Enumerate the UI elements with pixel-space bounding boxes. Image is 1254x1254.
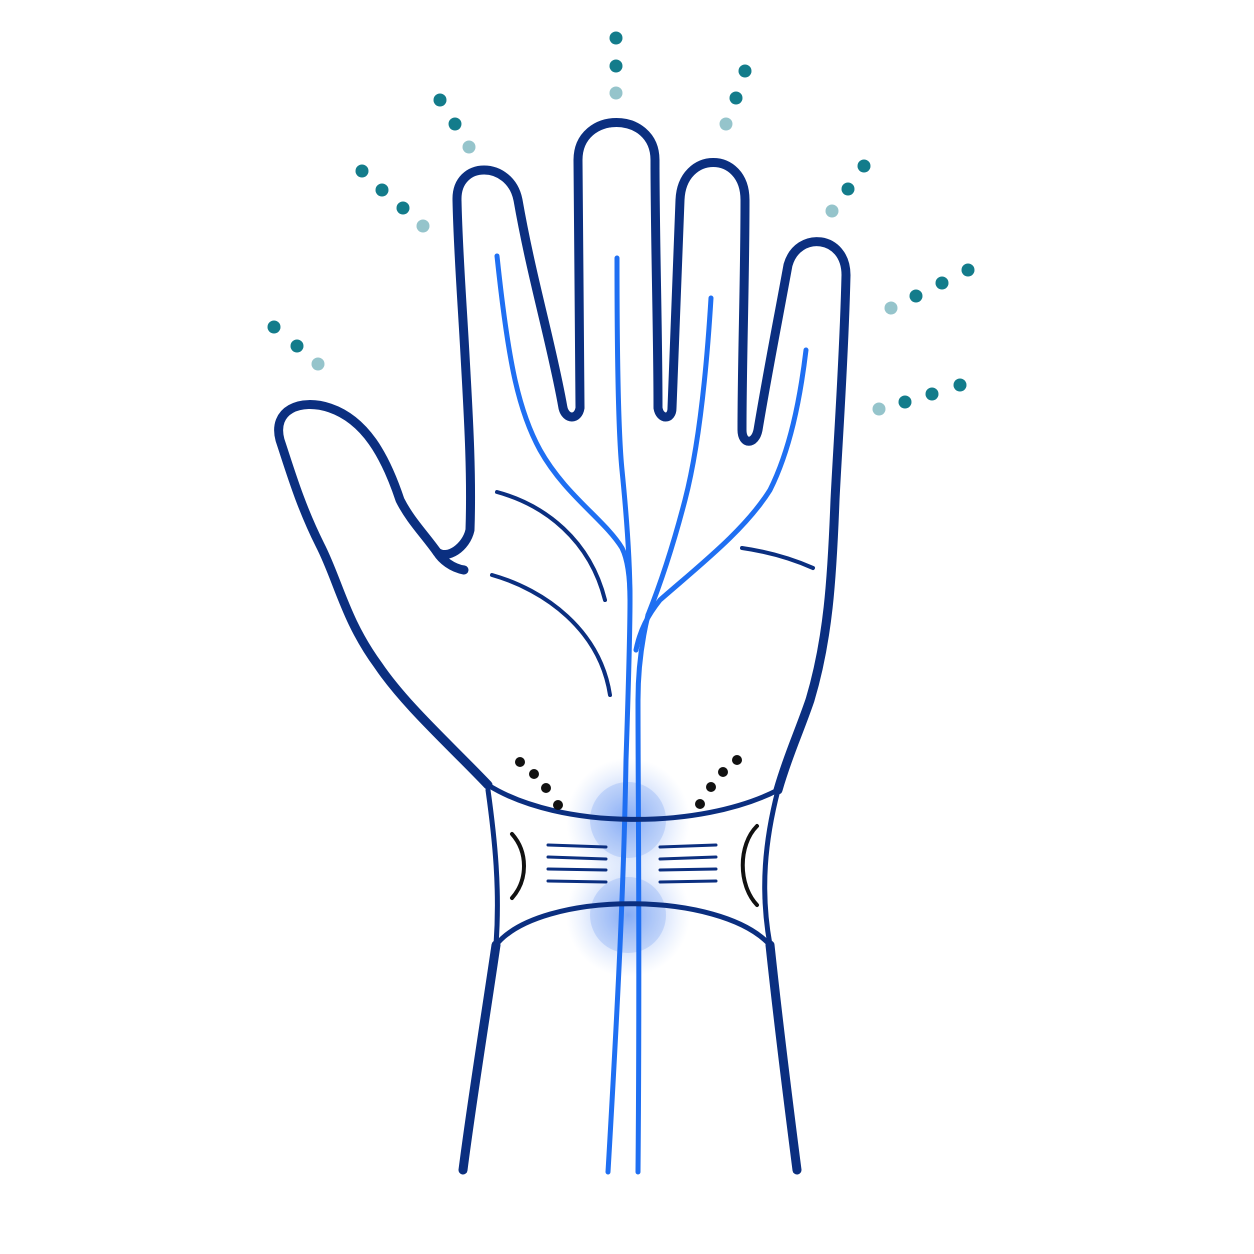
right-wrist-dots — [695, 755, 742, 809]
tingle-dot — [355, 164, 369, 178]
tingle-dot — [416, 219, 430, 233]
right-bracket — [740, 824, 759, 907]
tingle-ray — [267, 320, 325, 371]
tingle-ray — [872, 378, 967, 416]
tingle-ray — [609, 31, 623, 100]
tingle-dot — [909, 289, 923, 303]
tingle-dot — [375, 183, 389, 197]
tingle-dot — [857, 159, 871, 173]
left-wrist-dots — [515, 757, 563, 810]
tingle-dot — [872, 402, 886, 416]
tingle-dot — [719, 117, 733, 131]
tingle-dot — [729, 91, 743, 105]
nerve-glow — [566, 758, 690, 977]
tingle-dot — [961, 263, 975, 277]
tingle-rays — [267, 31, 975, 416]
tingle-dot — [311, 357, 325, 371]
tingle-dot — [448, 117, 462, 131]
median-nerve — [494, 253, 809, 1175]
palm-crease-lower — [490, 573, 612, 697]
tingle-ray — [825, 159, 871, 218]
left-bracket — [510, 832, 526, 900]
tingle-dot — [433, 93, 447, 107]
thumb-fold — [432, 547, 469, 575]
palm-crease-right — [740, 546, 815, 570]
palm-crease-upper — [495, 490, 607, 602]
hand-outline — [274, 118, 851, 795]
tingle-dot — [884, 301, 898, 315]
tingle-dot — [898, 395, 912, 409]
tingle-dot — [935, 276, 949, 290]
tingle-ray — [355, 164, 430, 233]
tingle-dot — [841, 182, 855, 196]
forearm-left-edge — [458, 940, 501, 1175]
tingle-ray — [433, 93, 476, 154]
forearm-right-edge — [765, 940, 802, 1175]
tingle-dot — [825, 204, 839, 218]
tingle-dot — [609, 59, 623, 73]
tingle-dot — [267, 320, 281, 334]
tingle-dot — [462, 140, 476, 154]
tingle-dot — [925, 387, 939, 401]
tingle-dot — [609, 31, 623, 45]
tingle-dot — [738, 64, 752, 78]
tingle-ray — [884, 263, 975, 315]
wrist-band — [485, 782, 781, 948]
tingle-dot — [953, 378, 967, 392]
tingle-dot — [290, 339, 304, 353]
tingle-ray — [719, 64, 752, 131]
tingle-dot — [396, 201, 410, 215]
tingle-dot — [609, 86, 623, 100]
